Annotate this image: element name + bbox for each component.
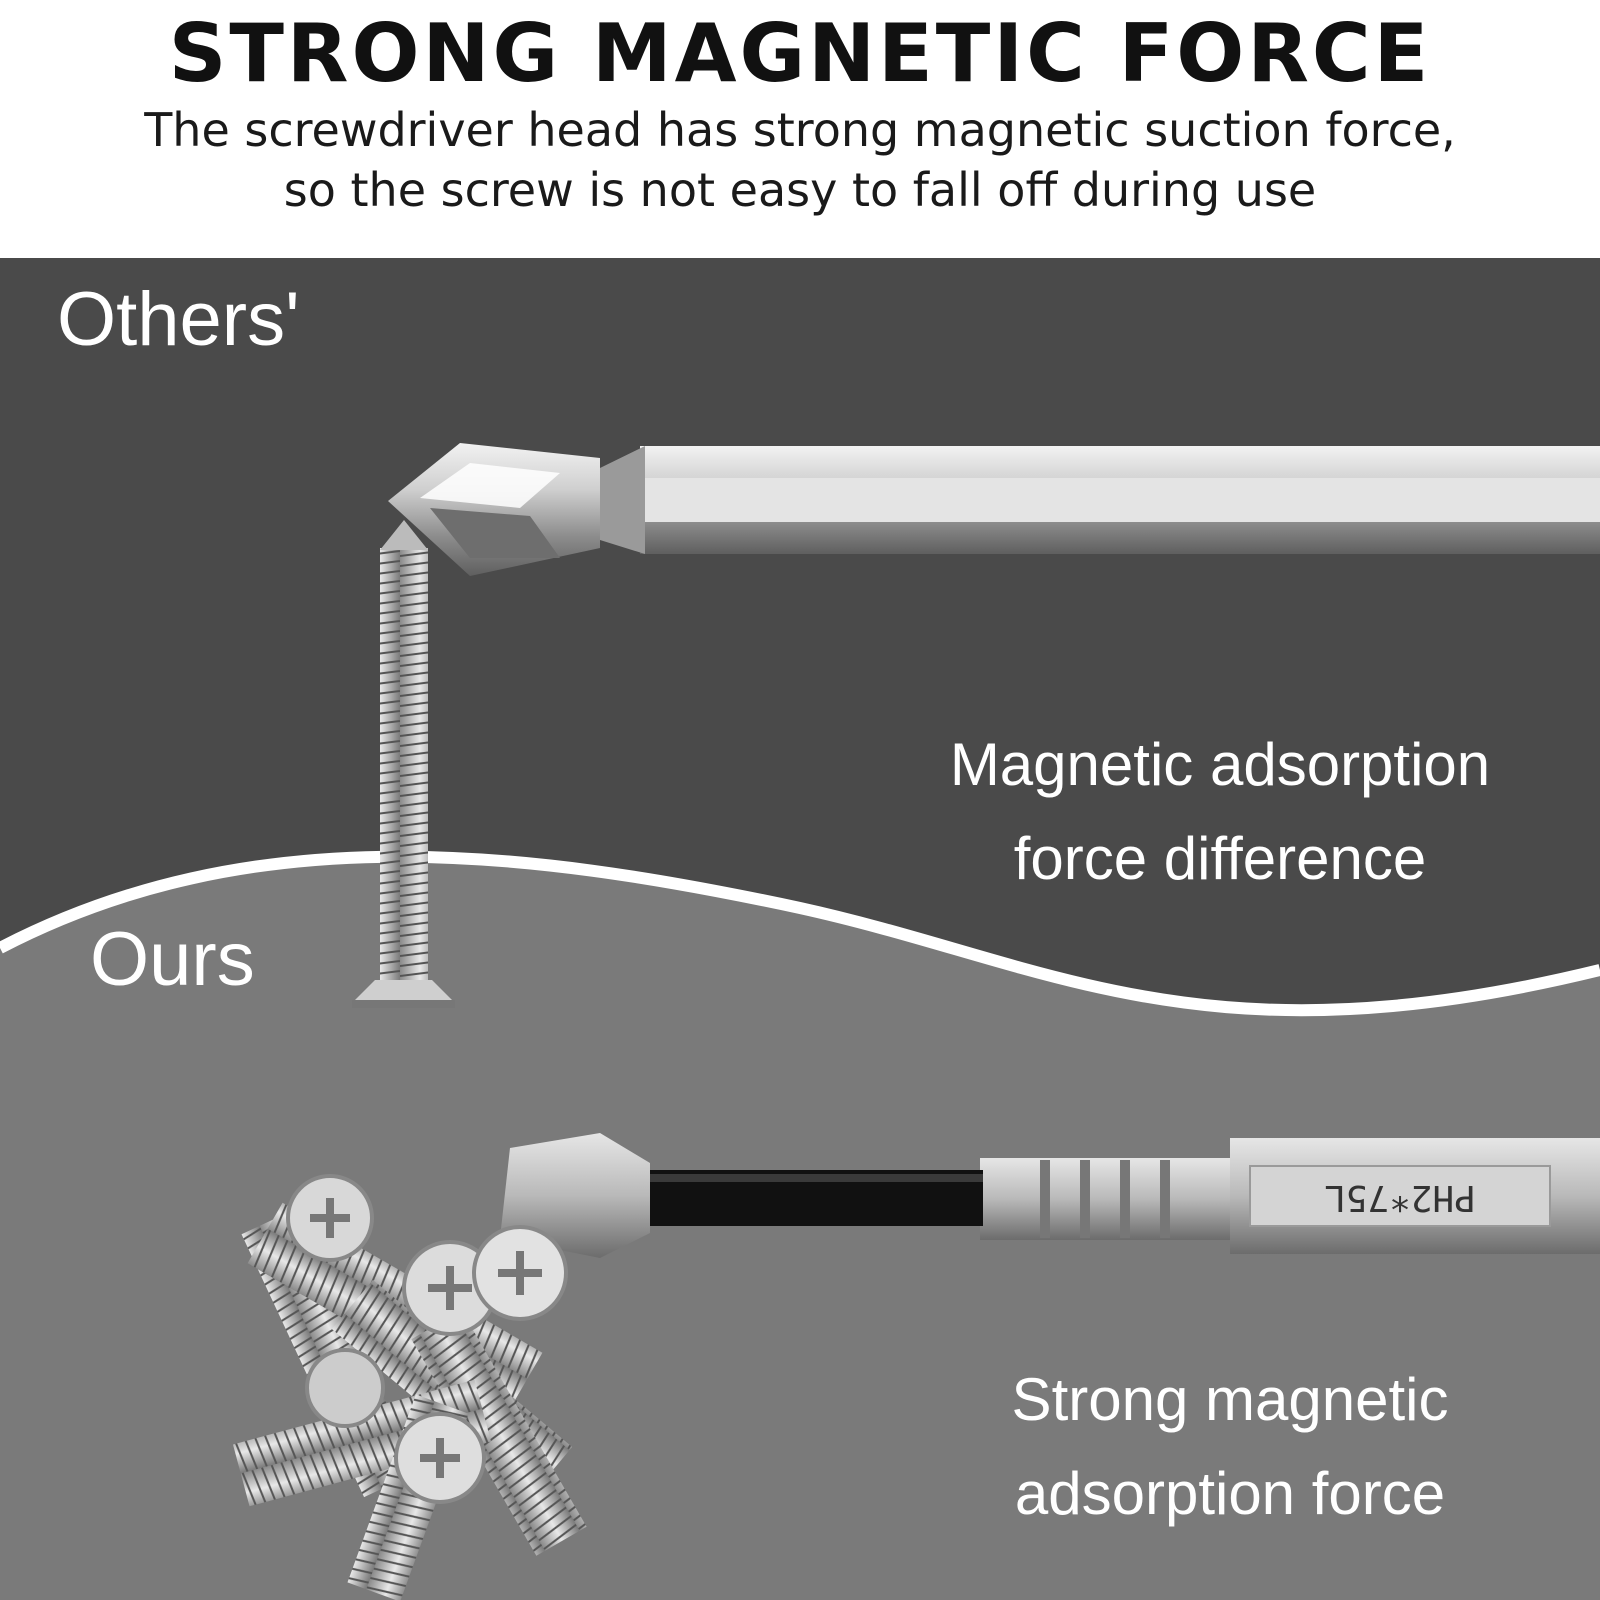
bit-marking: PH2*75L (1324, 1177, 1476, 1218)
ours-label: Ours (90, 917, 255, 1002)
ours-caption-line-1: Strong magnetic (1011, 1366, 1449, 1433)
others-label: Others' (57, 277, 300, 362)
headline: STRONG MAGNETIC FORCE (168, 7, 1432, 100)
others-caption-line-1: Magnetic adsorption (949, 731, 1491, 798)
ours-screwdriver-bit: PH2*75L (500, 1133, 1600, 1258)
subtext: The screwdriver head has strong magnetic… (0, 100, 1600, 220)
comparison-artwork: PH2*75L (0, 258, 1600, 1600)
subtext-line-2: so the screw is not easy to fall off dur… (283, 163, 1317, 217)
ours-screw-cluster (232, 1174, 587, 1600)
others-screwdriver-bit (388, 443, 1600, 576)
comparison-panel: PH2*75L (0, 258, 1600, 1600)
others-caption: Magnetic adsorption force difference (900, 718, 1540, 906)
others-hanging-screw (352, 520, 455, 1008)
ours-caption-line-2: adsorption force (1014, 1460, 1446, 1527)
wave-divider (0, 850, 1600, 1017)
ours-caption: Strong magnetic adsorption force (950, 1353, 1510, 1541)
others-caption-line-2: force difference (1013, 825, 1427, 892)
header-section: STRONG MAGNETIC FORCE The screwdriver he… (0, 0, 1600, 258)
subtext-line-1: The screwdriver head has strong magnetic… (144, 103, 1456, 157)
